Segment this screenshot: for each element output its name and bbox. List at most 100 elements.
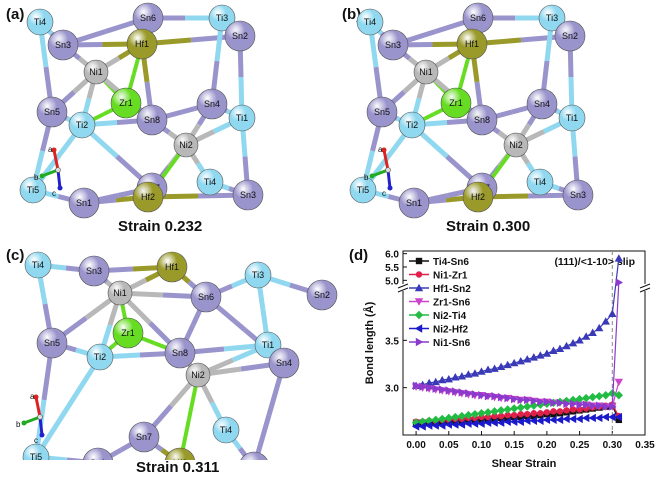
data-point [503, 417, 511, 426]
axis-arrowhead [21, 420, 27, 426]
atom-label: Sn3 [570, 190, 586, 200]
atom-label: Zr1 [119, 98, 133, 108]
data-point [509, 404, 519, 413]
data-point [491, 412, 498, 420]
data-point [582, 400, 591, 409]
atom-hf1 [456, 28, 488, 60]
axis-arrow [23, 415, 41, 425]
data-point [615, 278, 624, 287]
atom-label: Ti4 [34, 17, 46, 27]
axis-arrowhead [381, 147, 387, 153]
data-point [438, 375, 447, 384]
atom-sn1 [398, 187, 430, 219]
atom-zr1 [110, 87, 142, 119]
data-point [530, 396, 539, 406]
atom-ti2 [398, 111, 426, 139]
atom-label: Hf1 [465, 39, 479, 49]
atom-label: Ti2 [76, 120, 88, 130]
axis-arrow [38, 416, 44, 436]
axis-arrowhead [51, 147, 57, 153]
data-point [457, 420, 466, 429]
axis-label: c [382, 189, 386, 198]
atom-ti5 [349, 176, 377, 204]
atom-label: Ti4 [220, 425, 232, 435]
atom-sn7 [128, 421, 160, 453]
data-point [569, 399, 578, 408]
data-point [563, 407, 570, 414]
data-point [614, 412, 623, 422]
data-point [414, 298, 424, 306]
data-point [431, 377, 440, 386]
atom-label: Sn5 [374, 107, 390, 117]
axis-origin [37, 414, 43, 420]
atom-sn3 [78, 255, 110, 287]
atom-sn3 [377, 29, 409, 61]
atom-label: Sn4 [534, 99, 550, 109]
data-point [555, 344, 565, 353]
axis-arrow [382, 149, 390, 171]
data-point [569, 406, 577, 413]
data-point [542, 415, 551, 425]
axis-label: c [34, 436, 38, 445]
data-point [477, 419, 485, 428]
atom-sn4 [268, 347, 300, 379]
atom-label: Ni1 [113, 288, 127, 298]
axis-break-mark [639, 287, 651, 293]
atom-ti3 [244, 261, 272, 289]
data-point [445, 386, 453, 395]
y-tick-label: 5.0 [385, 276, 399, 287]
axis-break-mask [399, 284, 407, 291]
atom-label: Hf2 [471, 192, 485, 202]
atom-ni1 [107, 280, 133, 306]
atom-sn3 [232, 179, 264, 211]
atom-sn8 [136, 104, 168, 136]
x-tick-label: 0.00 [406, 440, 426, 451]
data-point [568, 414, 577, 424]
axis-arrow [371, 168, 389, 178]
data-point [608, 309, 617, 318]
atom-ti1 [558, 104, 586, 132]
axis-arrowhead [369, 173, 375, 179]
x-tick-label: 0.30 [603, 440, 623, 451]
data-point [563, 399, 571, 408]
atom-label: Sn2 [562, 31, 578, 41]
data-point [490, 407, 499, 416]
data-point [444, 374, 453, 383]
axis-break-mask [641, 284, 649, 291]
data-point [595, 391, 604, 401]
atom-label: Sn3 [86, 266, 102, 276]
atom-sn2 [224, 20, 256, 52]
data-point [477, 409, 486, 418]
data-point [418, 422, 426, 431]
data-point [588, 392, 597, 402]
data-point [419, 382, 427, 391]
data-point [415, 337, 424, 347]
atom-label: Hf1 [135, 39, 149, 49]
atom-sn8 [466, 104, 498, 136]
atom-sn3 [240, 451, 268, 460]
atom-ti4 [26, 8, 54, 36]
atom-label: Ti5 [27, 185, 39, 195]
data-point [465, 389, 473, 398]
data-point [549, 346, 558, 354]
x-tick-label: 0.10 [472, 440, 492, 451]
x-tick-label: 0.15 [504, 440, 524, 451]
atom-label: Ti4 [364, 17, 376, 27]
data-point [516, 417, 524, 426]
atom-ti4 [356, 8, 384, 36]
legend-label: Ni1-Zr1 [433, 271, 468, 282]
data-point [504, 393, 512, 403]
axis-arrow [386, 169, 392, 189]
data-point [504, 411, 511, 419]
axis-label: b [16, 420, 21, 429]
atom-label: Sn3 [385, 40, 401, 50]
y-tick-label: 6.0 [385, 250, 399, 261]
data-point [496, 362, 506, 371]
atom-sn6 [190, 281, 222, 313]
panel-a-caption: Strain 0.232 [118, 218, 203, 235]
data-point [452, 387, 460, 396]
data-point [510, 394, 519, 404]
axis-arrow [34, 396, 42, 418]
plot-frame [402, 250, 646, 436]
